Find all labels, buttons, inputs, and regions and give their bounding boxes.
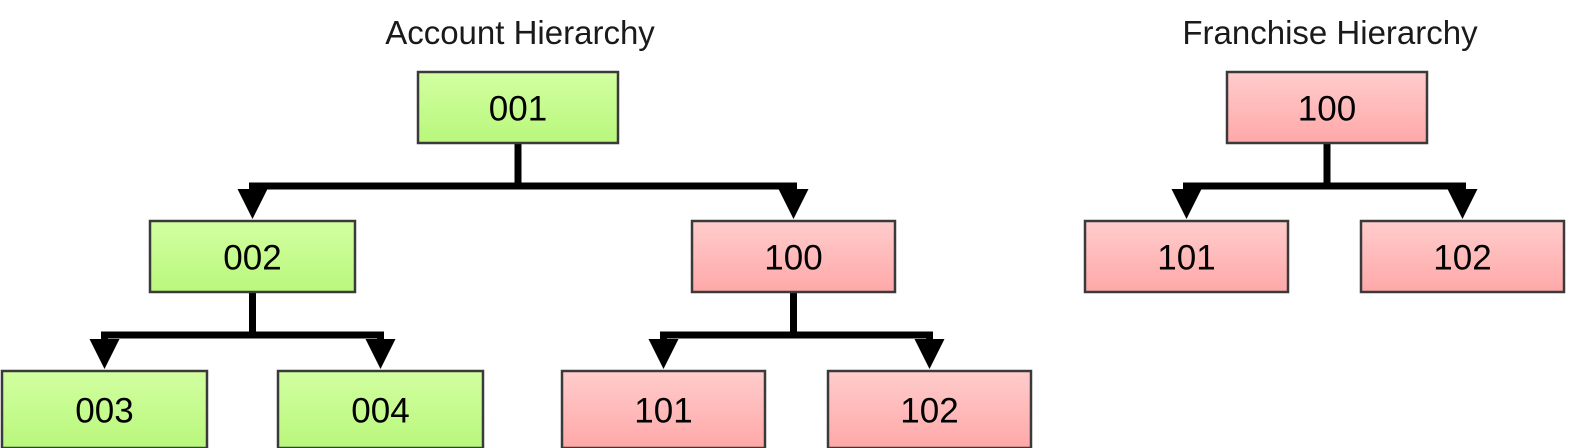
diagram-title-account-hierarchy: Account Hierarchy xyxy=(385,14,655,51)
node-acct-002[interactable]: 002 xyxy=(148,219,357,294)
node-box-acct-002[interactable] xyxy=(148,219,357,294)
node-label-fr-102: 102 xyxy=(1433,239,1491,278)
node-label-acct-002: 002 xyxy=(223,239,281,278)
node-label-acct-102: 102 xyxy=(900,392,958,431)
node-box-acct-100[interactable] xyxy=(690,219,897,294)
node-label-acct-004: 004 xyxy=(351,392,409,431)
node-label-fr-101: 101 xyxy=(1157,239,1215,278)
connector-branch xyxy=(1183,182,1327,190)
node-label-acct-100: 100 xyxy=(764,239,822,278)
node-label-acct-101: 101 xyxy=(634,392,692,431)
arrow-head-icon xyxy=(914,339,945,369)
node-box-fr-101[interactable] xyxy=(1083,219,1290,294)
diagram-title-franchise-hierarchy: Franchise Hierarchy xyxy=(1182,14,1478,51)
node-label-acct-003: 003 xyxy=(75,392,133,431)
connector-group-fr-100 xyxy=(1171,143,1478,219)
arrow-head-icon xyxy=(778,189,809,219)
node-box-fr-100[interactable] xyxy=(1225,70,1429,145)
connector-branch xyxy=(101,331,253,339)
arrow-head-icon xyxy=(648,339,679,369)
arrow-head-icon xyxy=(237,189,268,219)
node-label-fr-100: 100 xyxy=(1298,90,1356,129)
connector-group-acct-100 xyxy=(648,292,945,369)
node-box-acct-001[interactable] xyxy=(416,70,620,145)
node-acct-100[interactable]: 100 xyxy=(690,219,897,294)
node-fr-102[interactable]: 102 xyxy=(1359,219,1566,294)
titles-layer: Account Hierarchy Franchise Hierarchy xyxy=(385,14,1478,51)
connector-branch xyxy=(518,182,797,190)
arrow-head-icon xyxy=(365,339,396,369)
node-box-acct-102[interactable] xyxy=(826,369,1033,448)
node-acct-102[interactable]: 102 xyxy=(826,369,1033,448)
connector-group-acct-001 xyxy=(237,143,809,219)
arrow-head-icon xyxy=(89,339,120,369)
node-box-fr-102[interactable] xyxy=(1359,219,1566,294)
node-acct-001[interactable]: 001 xyxy=(416,70,620,145)
node-box-acct-101[interactable] xyxy=(560,369,767,448)
node-acct-004[interactable]: 004 xyxy=(276,369,485,448)
node-acct-101[interactable]: 101 xyxy=(560,369,767,448)
node-box-acct-004[interactable] xyxy=(276,369,485,448)
arrow-head-icon xyxy=(1447,189,1478,219)
connectors-layer xyxy=(89,143,1478,369)
connector-branch xyxy=(252,331,384,339)
node-fr-100[interactable]: 100 xyxy=(1225,70,1429,145)
arrow-head-icon xyxy=(1171,189,1202,219)
node-box-acct-003[interactable] xyxy=(0,369,209,448)
connector-branch xyxy=(660,331,794,339)
connector-branch xyxy=(1327,182,1466,190)
node-acct-003[interactable]: 003 xyxy=(0,369,209,448)
node-label-acct-001: 001 xyxy=(489,90,547,129)
connector-branch xyxy=(249,182,518,190)
connector-branch xyxy=(793,331,933,339)
connector-group-acct-002 xyxy=(89,292,396,369)
node-fr-101[interactable]: 101 xyxy=(1083,219,1290,294)
nodes-layer: 001 002 100 003 004 101 102 100 101 102 xyxy=(0,70,1566,448)
